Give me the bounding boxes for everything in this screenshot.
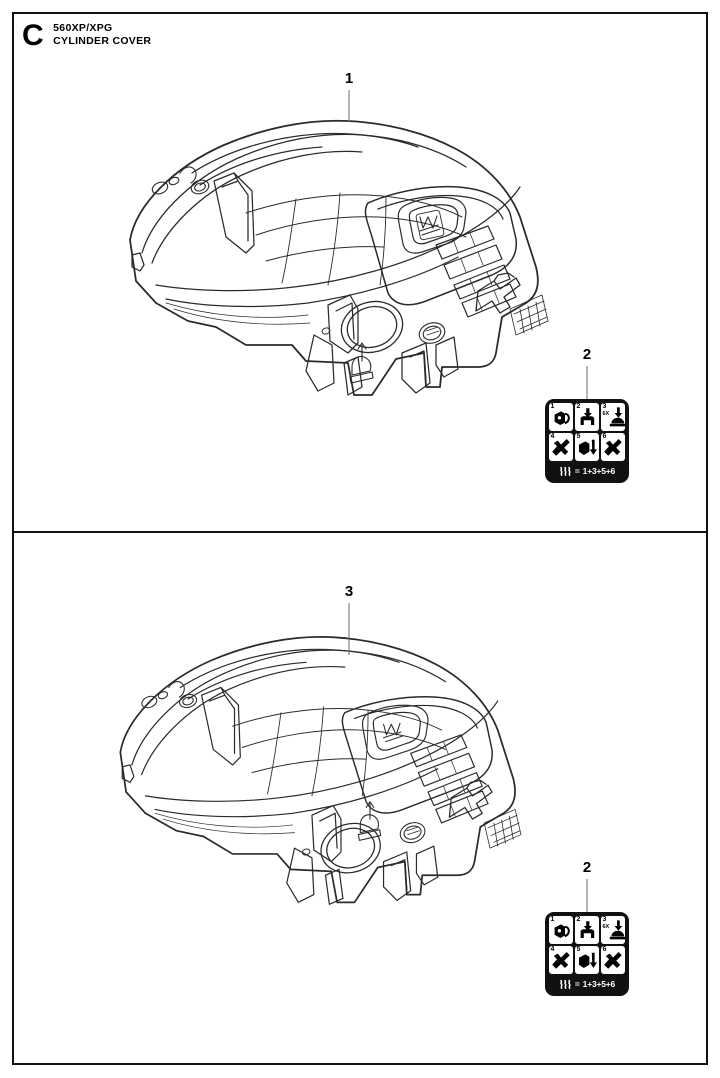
press-down-decompression-icon xyxy=(580,921,595,938)
pull-starter-cord-icon xyxy=(604,952,622,969)
decal-cell-number: 2 xyxy=(576,916,581,923)
decal-cell-number: 6 xyxy=(602,433,607,440)
decal-equals: = xyxy=(574,465,580,476)
decal-cell-1[interactable]: 1 xyxy=(549,403,573,431)
decal-cell-sublabel: 6X xyxy=(602,924,610,930)
callout-number: 2 xyxy=(582,859,592,876)
decal-cell-6[interactable]: 6 xyxy=(601,433,625,461)
illustration-cylinder-cover-1[interactable] xyxy=(96,95,556,405)
pull-starter-cord-icon xyxy=(552,439,570,456)
decal-cell-2[interactable]: 2 xyxy=(575,916,599,944)
illustration-cylinder-cover-2[interactable] xyxy=(80,612,540,912)
assembly-name: CYLINDER COVER xyxy=(53,35,151,48)
section-letter: C xyxy=(22,19,44,52)
decal-cell-number: 5 xyxy=(576,433,581,440)
callout-number: 1 xyxy=(344,70,354,87)
callout-leader-line xyxy=(586,366,588,400)
decal-icon-grid: 1 2 3 xyxy=(549,403,625,461)
decal-footer: = 1+3+5+6 xyxy=(549,463,625,479)
decal-cell-1[interactable]: 1 xyxy=(549,916,573,944)
decal-cell-number: 4 xyxy=(550,946,555,953)
decal-cell-4[interactable]: 4 xyxy=(549,946,573,974)
press-down-decompression-icon xyxy=(580,408,595,425)
callout-leader-line xyxy=(586,879,588,913)
page-header: C 560XP/XPG CYLINDER COVER xyxy=(22,20,151,51)
push-choke-in-icon xyxy=(579,439,597,455)
heat-waves-icon xyxy=(560,466,571,476)
push-choke-in-icon xyxy=(579,952,597,968)
decal-cell-2[interactable]: 2 xyxy=(575,403,599,431)
decal-cell-5[interactable]: 5 xyxy=(575,433,599,461)
decal-cell-3[interactable]: 3 6X xyxy=(601,916,625,944)
primer-bulb-press-icon xyxy=(609,920,625,940)
panel-divider xyxy=(12,531,708,533)
decal-cell-sublabel: 6X xyxy=(602,411,610,417)
decal-cell-number: 3 xyxy=(602,916,607,923)
callout-leader-line xyxy=(348,603,350,655)
decal-cell-number: 2 xyxy=(576,403,581,410)
decal-sequence: 1+3+5+6 xyxy=(582,978,616,989)
decal-icon-grid: 1 2 3 xyxy=(549,916,625,974)
model-designation: 560XP/XPG xyxy=(53,22,151,35)
callout-number: 3 xyxy=(344,583,354,600)
callout-leader-line xyxy=(348,90,350,122)
decal-sequence: 1+3+5+6 xyxy=(582,465,616,476)
decal-cell-6[interactable]: 6 xyxy=(601,946,625,974)
decal-cell-3[interactable]: 3 6X xyxy=(601,403,625,431)
decal-cell-4[interactable]: 4 xyxy=(549,433,573,461)
model-text: 560XP/XPG xyxy=(53,22,113,34)
decal-cell-number: 5 xyxy=(576,946,581,953)
decal-cell-number: 6 xyxy=(602,946,607,953)
choke-lever-icon xyxy=(554,411,570,425)
assembly-text: CYLINDER COVER xyxy=(53,34,152,47)
decal-cell-number: 1 xyxy=(550,403,555,410)
decal-cell-number: 4 xyxy=(550,433,555,440)
choke-lever-icon xyxy=(554,924,570,938)
decal-footer: = 1+3+5+6 xyxy=(549,976,625,992)
decal-equals: = xyxy=(574,978,580,989)
starting-instruction-decal-top[interactable]: 1 2 3 xyxy=(545,399,629,483)
page-title: 560XP/XPG CYLINDER COVER xyxy=(53,20,151,47)
callout-number: 2 xyxy=(582,346,592,363)
decal-cell-5[interactable]: 5 xyxy=(575,946,599,974)
page-frame xyxy=(12,12,708,1065)
decal-cell-number: 3 xyxy=(602,403,607,410)
pull-starter-cord-icon xyxy=(552,952,570,969)
starting-instruction-decal-bottom[interactable]: 1 2 3 xyxy=(545,912,629,996)
decal-cell-number: 1 xyxy=(550,916,555,923)
heat-waves-icon xyxy=(560,979,571,989)
primer-bulb-press-icon xyxy=(609,407,625,427)
pull-starter-cord-icon xyxy=(604,439,622,456)
